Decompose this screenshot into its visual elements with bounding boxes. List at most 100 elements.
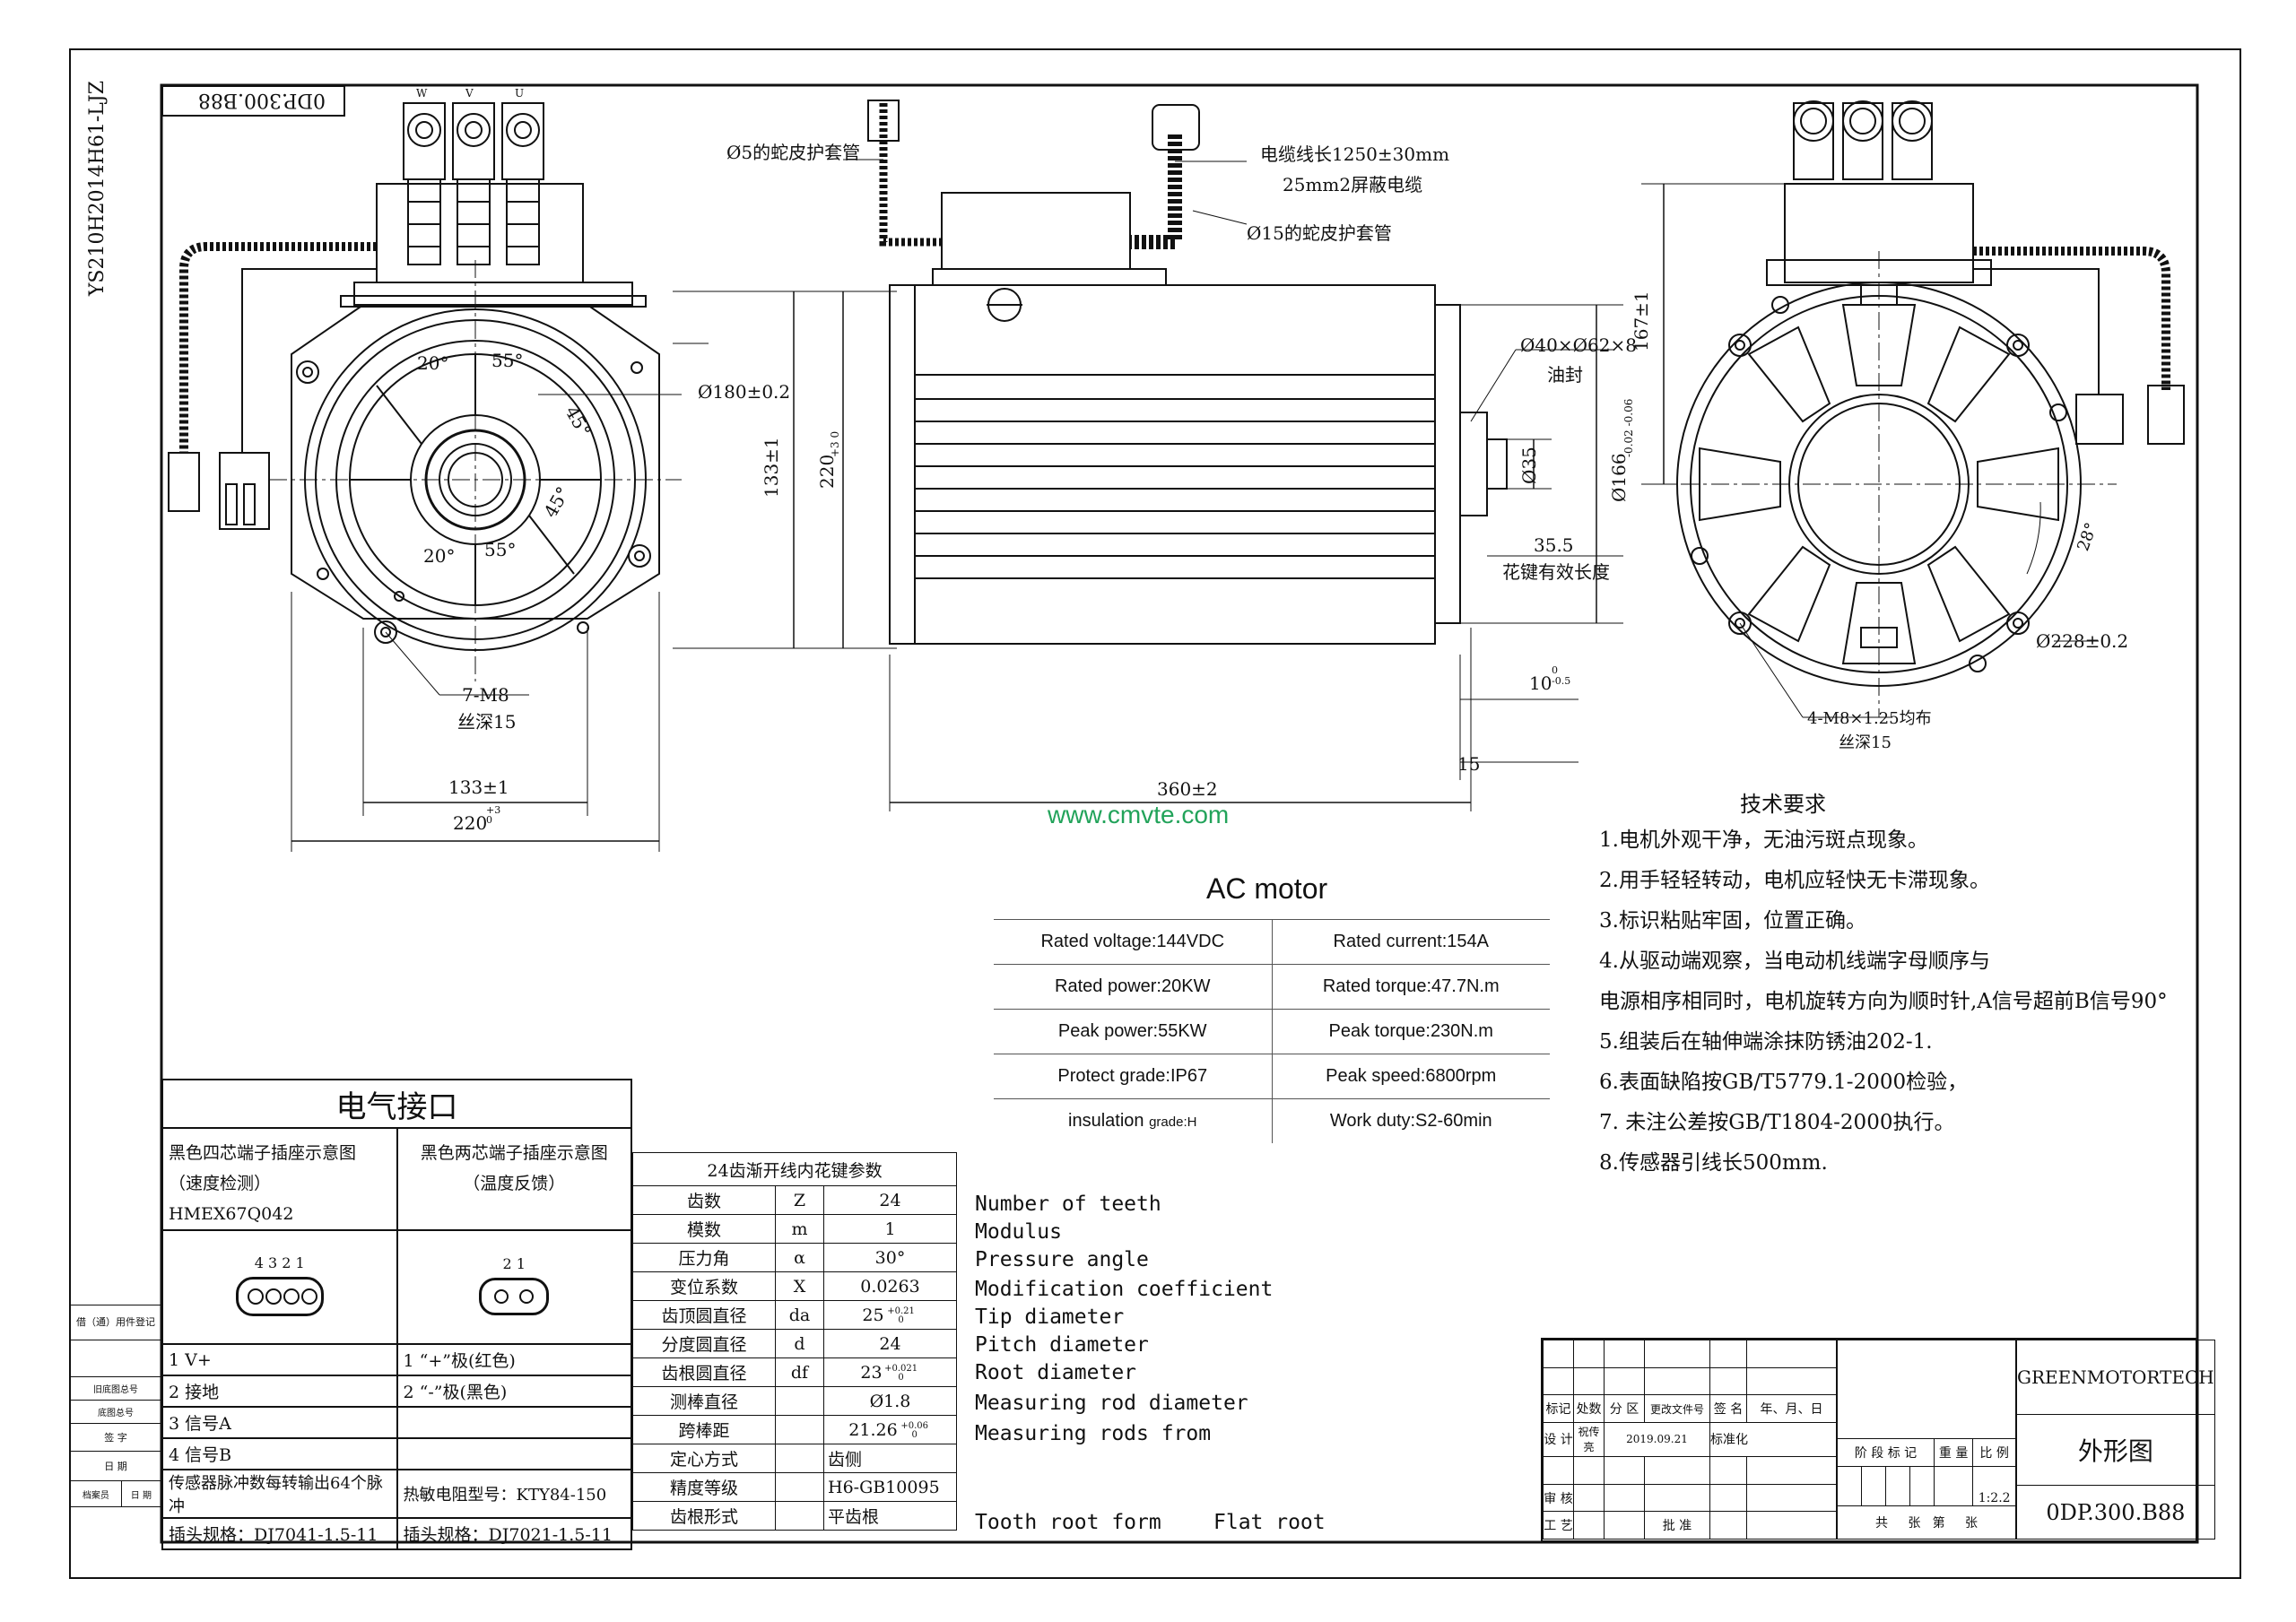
tech-req-item: 2.用手轻轻转动，电机应轻快无卡滞现象。	[1599, 869, 1990, 892]
tb-ratio: 比 例	[1972, 1437, 2016, 1468]
dim-w220: 220	[453, 812, 488, 834]
dim-m8: 7-M8	[462, 684, 509, 706]
dim-h133: 133±1	[761, 437, 782, 498]
connector4-diagram: 4 3 2 1	[161, 1229, 398, 1345]
pin-cell: 插头规格：DJ7021-1.5-11	[396, 1517, 632, 1550]
table-row: 3 信号A	[161, 1406, 632, 1439]
connector4-pins: 4 3 2 1	[254, 1253, 305, 1271]
electrical-title: 电气接口	[161, 1079, 632, 1129]
table-row: Rated voltage:144VDC Rated current:154A	[994, 919, 1550, 965]
spline-symbol: X	[775, 1271, 824, 1301]
strip-cell: 日 期	[70, 1451, 161, 1481]
tb-scale: 1:2.2	[1972, 1466, 2016, 1506]
dim-len10: 10	[1529, 672, 1552, 694]
spec-cell: Peak power:55KW	[994, 1009, 1273, 1054]
tb-header: 处数	[1573, 1394, 1605, 1423]
spline-root-form-en: Tooth root form	[975, 1511, 1161, 1534]
dim-holes: 4-M8×1.25均布	[1807, 709, 1932, 728]
table-row: 齿根形式平齿根	[632, 1501, 957, 1531]
table-row: 1 V+1 “+”极(红色)	[161, 1343, 632, 1376]
spline-value: 24	[823, 1329, 957, 1358]
strip-cell: 借（通）用件登记	[70, 1305, 161, 1340]
title-block: 标记 处数 分 区 更改文件号 签 名 年、月、日 设 计 祝传亮 2019.0…	[1541, 1338, 2215, 1542]
table-row: 测棒直径 Ø1.8	[632, 1386, 957, 1416]
electrical-table: 电气接口 黑色四芯端子插座示意图（速度检测）HMEX67Q042 黑色两芯端子插…	[161, 1079, 632, 1550]
phase-v: V	[465, 87, 474, 100]
spline-symbol: m	[775, 1214, 824, 1244]
dim-key-len: 35.5	[1534, 534, 1574, 556]
spline-value: Ø1.8	[823, 1386, 957, 1416]
table-row: 电气接口	[161, 1079, 632, 1129]
tb-designer: 祝传亮	[1573, 1421, 1605, 1458]
spec-cell: Protect grade:IP67	[994, 1054, 1273, 1099]
spline-value: 24	[823, 1185, 957, 1215]
tb-weight: 重 量	[1933, 1437, 1974, 1468]
tech-req-item: 7. 未注公差按GB/T1804-2000执行。	[1599, 1111, 1955, 1134]
spline-param: 压力角	[632, 1243, 776, 1272]
pin-cell	[396, 1406, 632, 1439]
spline-symbol: da	[775, 1300, 824, 1330]
spline-en-item: Number of teeth	[975, 1193, 1161, 1216]
spline-en-item: Root diameter	[975, 1361, 1137, 1384]
spec-cell: Rated power:20KW	[994, 964, 1273, 1010]
spline-value: 30°	[823, 1243, 957, 1272]
title-block-left: 标记 处数 分 区 更改文件号 签 名 年、月、日 设 计 祝传亮 2019.0…	[1543, 1340, 1837, 1540]
spline-param: 变位系数	[632, 1271, 776, 1301]
spline-param: 分度圆直径	[632, 1329, 776, 1358]
angle-55a: 55°	[491, 350, 524, 371]
angle-20b: 20°	[423, 545, 456, 567]
tb-header: 年、月、日	[1746, 1394, 1837, 1423]
spline-en-item: Pitch diameter	[975, 1333, 1149, 1357]
dim-d228: Ø228±0.2	[2036, 630, 2129, 652]
tb-approve: 批 准	[1644, 1511, 1710, 1540]
table-row: 4 信号B	[161, 1437, 632, 1470]
table-row: Rated power:20KW Rated torque:47.7N.m	[994, 964, 1550, 1010]
spline-value: 23+0.021 0	[823, 1357, 957, 1387]
spline-value: H6-GB10095	[823, 1472, 957, 1502]
tb-sheet-unit1: 张	[1908, 1515, 1921, 1531]
strip-cell	[70, 1340, 161, 1377]
spline-value: 齿侧	[823, 1444, 957, 1473]
table-row: Peak power:55KW Peak torque:230N.m	[994, 1009, 1550, 1054]
spline-symbol	[775, 1501, 824, 1531]
dim-len10-tol: 0 -0.5	[1552, 664, 1571, 687]
spline-da-value: 25	[862, 1305, 884, 1325]
spline-symbol	[775, 1415, 824, 1444]
tech-req-item: 电源相序相同时，电机旋转方向为顺时针,A信号超前B信号90°	[1599, 990, 2168, 1013]
spline-df-tol: +0.021 0	[884, 1363, 918, 1383]
table-row: 借（通）用件登记	[70, 1305, 161, 1340]
dim-d180: Ø180±0.2	[698, 381, 791, 403]
table-row: 底图总号	[70, 1400, 161, 1424]
spline-symbol: Z	[775, 1185, 824, 1215]
spline-param: 测棒直径	[632, 1386, 776, 1416]
pin-cell: 传感器脉冲数每转输出64个脉冲	[161, 1469, 398, 1519]
table-row: 旧底图总号	[70, 1376, 161, 1401]
spline-en-item: Modification coefficient	[975, 1278, 1274, 1301]
pin-cell: 3 信号A	[161, 1406, 398, 1439]
dim-len360: 360±2	[1157, 778, 1218, 800]
tb-sheet-unit2: 张	[1964, 1515, 1978, 1531]
tb-sheets: 共 张 第 张	[1837, 1505, 2016, 1540]
spline-da-tol: +0.21 0	[887, 1305, 915, 1325]
tech-req-item: 5.组装后在轴伸端涂抹防锈油202-1.	[1599, 1030, 1933, 1054]
table-row: 日 期	[70, 1451, 161, 1481]
table-row: 1:2.2	[1837, 1466, 2016, 1506]
table-row: 黑色四芯端子插座示意图（速度检测）HMEX67Q042 黑色两芯端子插座示意图（…	[161, 1127, 632, 1231]
table-row: 审 核	[1543, 1483, 1837, 1513]
dim-d35: Ø35	[1518, 447, 1540, 484]
title-block-right: GREENMOTORTECH 外形图 0DP.300.B88	[2016, 1340, 2215, 1540]
tb-sheet-no-label: 第	[1932, 1515, 1945, 1531]
table-row: 阶 段 标 记重 量比 例	[1837, 1437, 2016, 1468]
spline-symbol	[775, 1444, 824, 1473]
spline-param: 齿根形式	[632, 1501, 776, 1531]
tb-standard: 标准化	[1709, 1421, 1837, 1458]
table-row	[70, 1340, 161, 1377]
